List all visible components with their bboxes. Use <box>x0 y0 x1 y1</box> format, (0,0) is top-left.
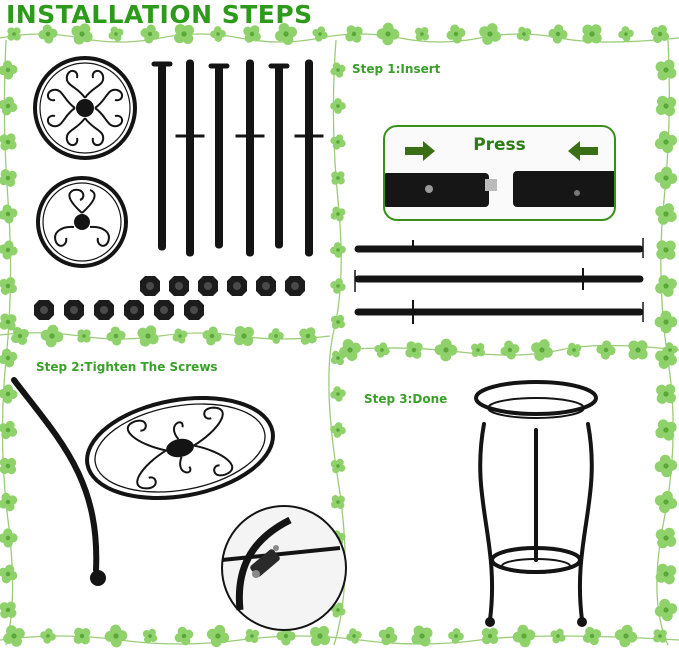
connecting-bars <box>354 238 644 324</box>
press-label: Press <box>473 135 526 155</box>
foot-cap <box>285 276 305 296</box>
foot-caps <box>34 276 305 320</box>
press-illustration <box>385 141 614 207</box>
press-detail-box: Press <box>383 125 616 221</box>
arrow-left-icon <box>568 141 598 161</box>
foot-cap <box>198 276 218 296</box>
foot-cap <box>154 300 174 320</box>
step-2-label: Step 2:Tighten The Screws <box>36 360 218 374</box>
step-2-plate <box>85 395 275 501</box>
screw-detail-zoom <box>221 505 347 631</box>
foot-cap <box>184 300 204 320</box>
foot-cap <box>94 300 114 320</box>
foot-cap <box>124 300 144 320</box>
step-3-label: Step 3:Done <box>364 392 448 406</box>
foot-cap <box>227 276 247 296</box>
step-2-leg <box>11 377 100 573</box>
step-1-label: Step 1:Insert <box>352 62 441 76</box>
finished-plant-stand <box>474 380 598 622</box>
foot-cap <box>140 276 160 296</box>
page-title: INSTALLATION STEPS <box>6 0 313 29</box>
foot-cap <box>34 300 54 320</box>
arrow-right-icon <box>405 141 435 161</box>
foot-cap <box>64 300 84 320</box>
support-poles <box>151 59 324 257</box>
bottom-plate <box>36 176 128 268</box>
top-plate <box>33 56 137 160</box>
foot-cap <box>169 276 189 296</box>
foot-cap <box>256 276 276 296</box>
